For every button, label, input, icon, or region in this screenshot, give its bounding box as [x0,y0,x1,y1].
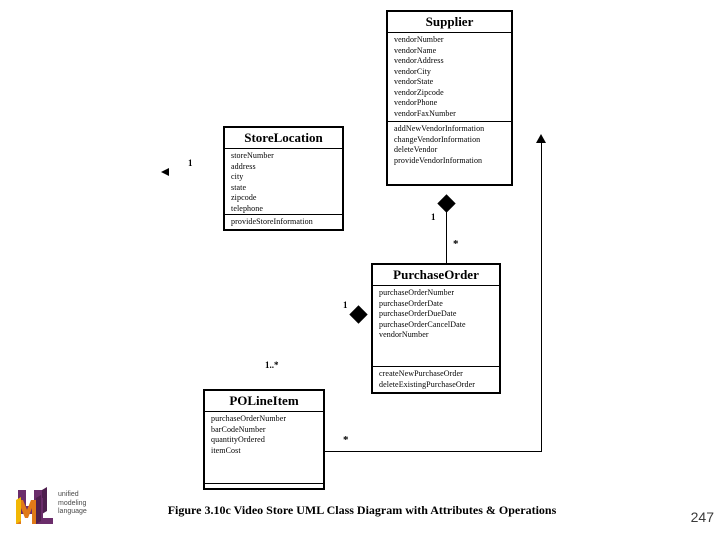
composition-diamond-supplier [437,194,456,213]
attributes-compartment-polineitem: purchaseOrderNumber barCodeNumber quanti… [205,412,323,484]
operations-compartment-polineitem [205,484,323,488]
operation-item: deleteVendor [394,145,438,154]
figure-caption: Figure 3.10c Video Store UML Class Diagr… [167,503,557,517]
association-line-polineitem-horizontal[interactable] [325,451,542,452]
association-line-supplier-purchaseorder[interactable] [446,197,447,263]
multiplicity-label-storelocation: 1 [188,158,193,168]
class-name-polineitem: POLineItem [205,391,323,412]
page-number: 247 [690,509,714,525]
class-name-purchaseorder: PurchaseOrder [373,265,499,286]
operation-item: addNewVendorInformation [394,124,485,133]
attribute-item: purchaseOrderCancelDate [379,319,466,329]
multiplicity-label-purchaseorder-target: * [453,238,459,250]
operation-item: provideStoreInformation [231,217,313,226]
attribute-item: vendorState [394,77,434,86]
attribute-item: vendorPhone [394,98,438,107]
uml-logo-mark [16,487,53,524]
attribute-item: itemCost [211,445,241,455]
operations-compartment-purchaseorder: createNewPurchaseOrder deleteExistingPur… [373,367,499,392]
multiplicity-label-polineitem-star: * [343,434,349,446]
attribute-item: quantityOrdered [211,435,265,444]
logo-line-2: modeling [58,499,87,507]
attribute-item: purchaseOrderNumber [379,288,455,297]
multiplicity-label-polineitem-target: 1..* [265,360,279,370]
association-arrowhead-supplier [536,134,546,143]
class-name-supplier: Supplier [388,12,511,33]
class-box-polineitem[interactable]: POLineItem purchaseOrderNumber barCodeNu… [203,389,325,490]
attributes-compartment-purchaseorder: purchaseOrderNumber purchaseOrderDate pu… [373,286,499,367]
operations-compartment-supplier: addNewVendorInformation changeVendorInfo… [388,122,511,184]
attribute-item: state [231,182,247,192]
attribute-item: vendorZipcode [394,87,444,97]
attribute-item: address [231,161,256,171]
attribute-item: barCodeNumber [211,424,266,434]
attribute-item: vendorFaxNumber [394,108,456,118]
multiplicity-label-purchaseorder-source: 1 [343,300,348,310]
operations-compartment-storelocation: provideStoreInformation [225,215,342,229]
operation-item: provideVendorInformation [394,155,483,165]
attribute-item: vendorCity [394,66,431,76]
attribute-item: vendorAddress [394,56,444,65]
attributes-compartment-supplier: vendorNumber vendorName vendorAddress ve… [388,33,511,122]
attribute-item: zipcode [231,193,257,202]
logo-line-3: language [58,508,87,515]
uml-logo: unified modeling language [14,486,110,528]
association-arrowhead-storelocation [161,168,169,176]
attribute-item: purchaseOrderDueDate [379,309,457,318]
composition-diamond-purchaseorder [349,305,368,324]
class-box-storelocation[interactable]: StoreLocation storeNumber address city s… [223,126,344,231]
multiplicity-label-supplier-source: 1 [431,212,436,222]
attribute-item: purchaseOrderNumber [211,414,287,423]
attribute-item: storeNumber [231,151,274,160]
association-line-polineitem-vertical[interactable] [541,143,542,452]
class-name-storelocation: StoreLocation [225,128,342,149]
attribute-item: city [231,172,244,181]
operation-item: changeVendorInformation [394,134,481,144]
class-box-supplier[interactable]: Supplier vendorNumber vendorName vendorA… [386,10,513,186]
attribute-item: purchaseOrderDate [379,298,443,308]
attributes-compartment-storelocation: storeNumber address city state zipcode t… [225,149,342,215]
logo-line-1: unified [58,491,79,498]
attribute-item: vendorNumber [379,330,429,339]
attribute-item: telephone [231,203,263,213]
attribute-item: vendorNumber [394,35,444,44]
operation-item: deleteExistingPurchaseOrder [379,379,476,389]
attribute-item: vendorName [394,45,437,55]
operation-item: createNewPurchaseOrder [379,369,463,378]
uml-logo-text: unified modeling language [58,491,87,517]
class-box-purchaseorder[interactable]: PurchaseOrder purchaseOrderNumber purcha… [371,263,501,394]
